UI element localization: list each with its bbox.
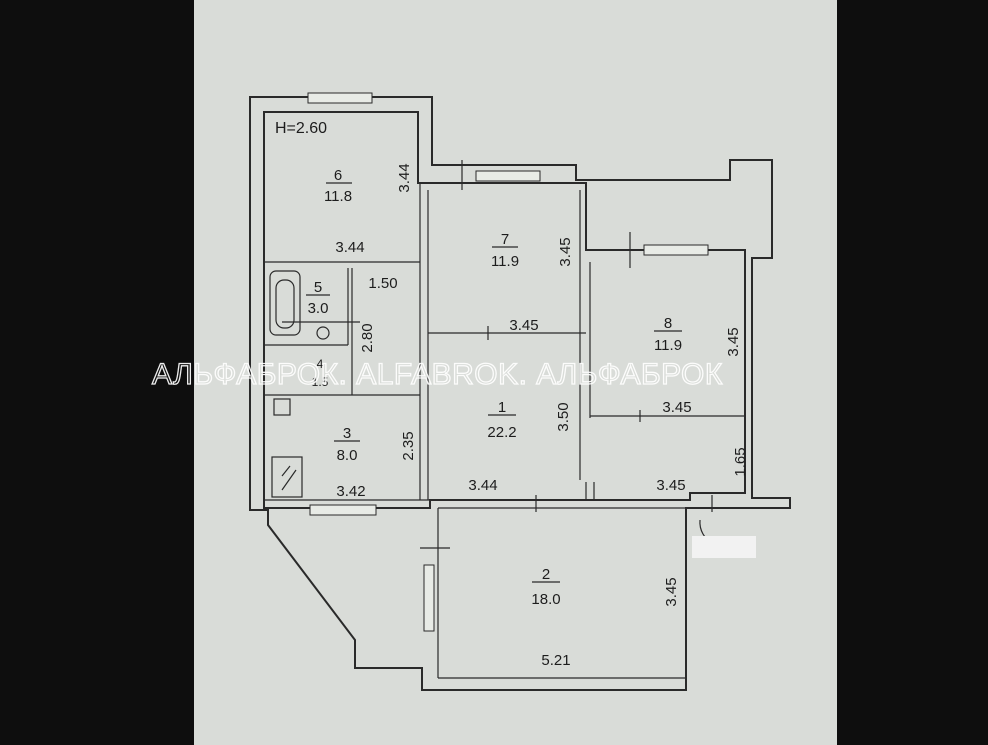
room-8: 8 11.9 xyxy=(654,315,682,354)
room-7: 7 11.9 xyxy=(491,231,519,270)
dim-r8-bottom: 3.45 xyxy=(662,399,691,416)
dim-r7-vertical: 3.45 xyxy=(557,237,574,266)
room-3: 3 8.0 xyxy=(334,425,360,464)
room-4: 4 1.5 xyxy=(312,357,329,389)
room-6: 6 11.8 xyxy=(324,167,352,205)
dim-corridor-width: 1.50 xyxy=(368,275,397,292)
room-number: 5 xyxy=(314,279,322,296)
room-area: 8.0 xyxy=(337,447,358,464)
bathtub xyxy=(269,270,301,336)
dim-r2-bottom: 5.21 xyxy=(541,652,570,669)
dimension-ticks xyxy=(282,160,713,549)
room-area: 11.8 xyxy=(324,188,352,205)
sink xyxy=(316,326,330,340)
window-room8 xyxy=(643,244,709,256)
dim-hall-left: 3.44 xyxy=(468,477,497,494)
dim-r6-vertical: 3.44 xyxy=(396,163,413,192)
window-loggia xyxy=(423,564,435,632)
room-number: 2 xyxy=(542,566,550,583)
window-room7 xyxy=(475,170,541,182)
dim-corridor-height: 2.80 xyxy=(359,323,376,352)
room-area: 18.0 xyxy=(531,591,560,608)
room-number: 1 xyxy=(498,399,506,416)
room-area: 11.9 xyxy=(654,337,682,354)
room-area: 22.2 xyxy=(487,424,516,441)
document-sheet xyxy=(194,0,837,745)
dim-r3-bottom: 3.42 xyxy=(336,483,365,500)
room-1: 1 22.2 xyxy=(487,399,516,441)
bathtub-inner xyxy=(275,279,295,329)
stove xyxy=(271,456,303,498)
dim-hall-right: 3.45 xyxy=(656,477,685,494)
dim-r2-vertical: 3.45 xyxy=(663,577,680,606)
dim-hall-vertical: 1.65 xyxy=(732,447,749,476)
window-room3 xyxy=(309,504,377,516)
room-number: 7 xyxy=(501,231,509,248)
dim-r1-vertical: 3.50 xyxy=(555,402,572,431)
window-room6 xyxy=(307,92,373,104)
inner-outline xyxy=(263,111,746,509)
dim-r7-bottom: 3.45 xyxy=(509,317,538,334)
room-area: 3.0 xyxy=(308,300,329,317)
room-2: 2 18.0 xyxy=(531,566,560,608)
room-number: 4 xyxy=(317,357,324,371)
room-number: 8 xyxy=(664,315,672,332)
ceiling-height: H=2.60 xyxy=(275,120,327,137)
room-area: 1.5 xyxy=(312,375,329,389)
room-number: 6 xyxy=(334,167,342,184)
dim-r8-vertical: 3.45 xyxy=(725,327,742,356)
dim-r3-vertical: 2.35 xyxy=(400,431,417,460)
room-area: 11.9 xyxy=(491,253,519,270)
outer-wall xyxy=(249,96,791,691)
dim-r6-bottom: 3.44 xyxy=(335,239,364,256)
blurred-patch xyxy=(692,536,756,558)
watermark: АЛЬФАБРОК. ALFABROK. АЛЬФАБРОК xyxy=(152,358,723,391)
stove-mark xyxy=(281,465,297,491)
room-number: 3 xyxy=(343,425,351,442)
toilet xyxy=(273,398,291,416)
room-5: 5 3.0 xyxy=(306,279,330,317)
